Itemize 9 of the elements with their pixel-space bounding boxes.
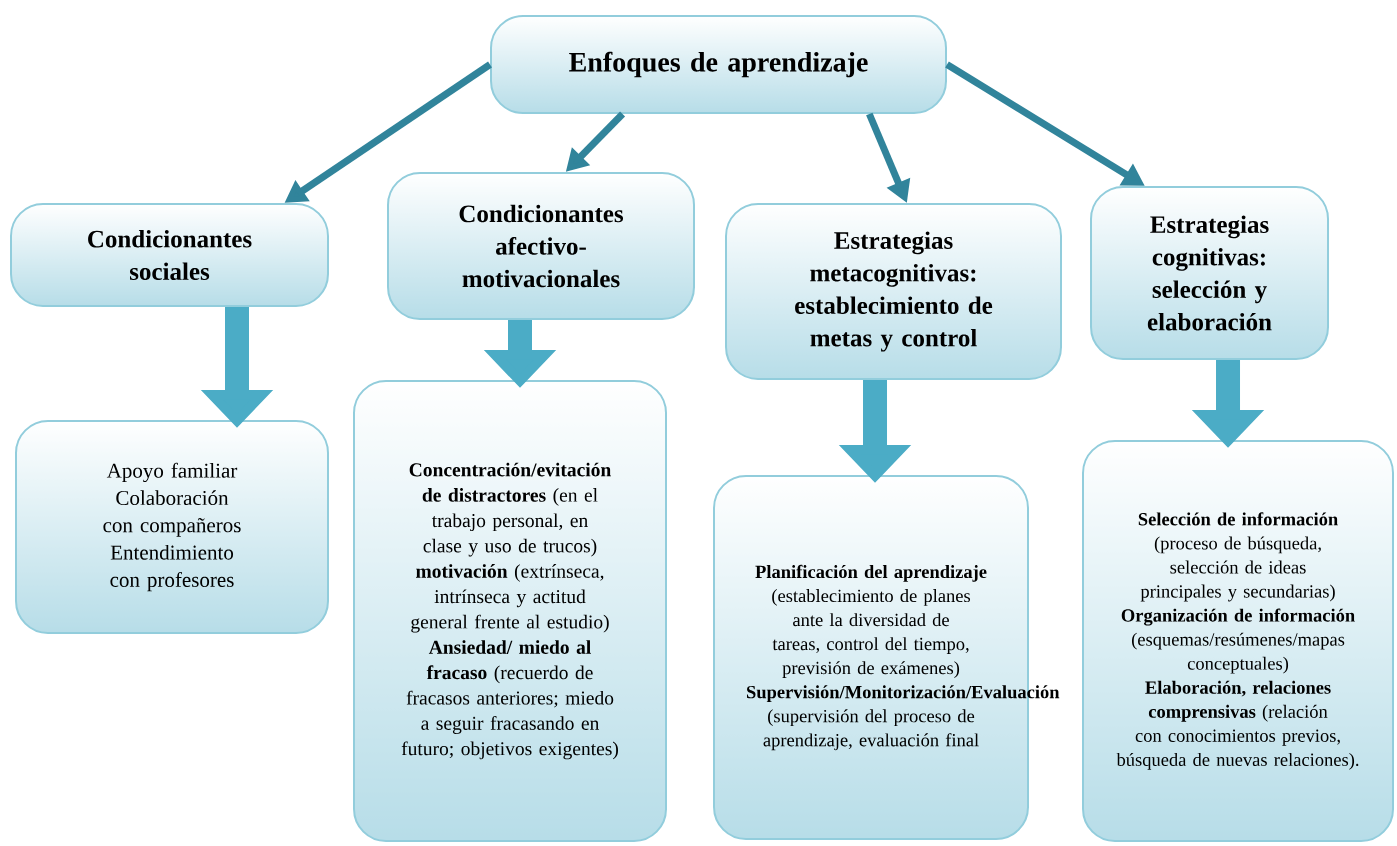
title-box: Enfoques de aprendizaje: [490, 15, 947, 114]
category-box: Condicionantes sociales: [10, 203, 329, 307]
detail-box: Planificación del aprendizaje (establecimiento de planes ante la diversidad de tareas, control del tiempo, previsión de exámenes) Supervisión/Monitorización/Evaluación (supervisión del proceso de aprendizaje, evaluación final: [713, 475, 1060, 840]
detail-box: Selección de información (proceso de búsqueda, selección de ideas principales y secundarias) Organización de información (esquemas/resúmenes/mapas conceptuales) Elaboración, relaciones comprensivas (relación con conocimientos previos, búsqueda de nuevas relaciones).: [1082, 440, 1394, 842]
category-box: Estrategias metacognitivas: establecimiento de metas y control: [725, 203, 1062, 380]
detail-box: Apoyo familiar Colaboración con compañeros Entendimiento con profesores: [15, 420, 329, 634]
category-box: Estrategias cognitivas: selección y elaboración: [1090, 186, 1329, 360]
category-box: Condicionantes afectivo-motivacionales: [387, 172, 695, 320]
detail-box: Concentración/evitación de distractores (en el trabajo personal, en clase y uso de trucos) motivación (extrínseca, intrínseca y actitud general frente al estudio) Ansiedad/ miedo al fracaso (recuerdo de fracasos anteriores; miedo a seguir fracasando en futuro; objetivos exigentes): [353, 380, 667, 842]
